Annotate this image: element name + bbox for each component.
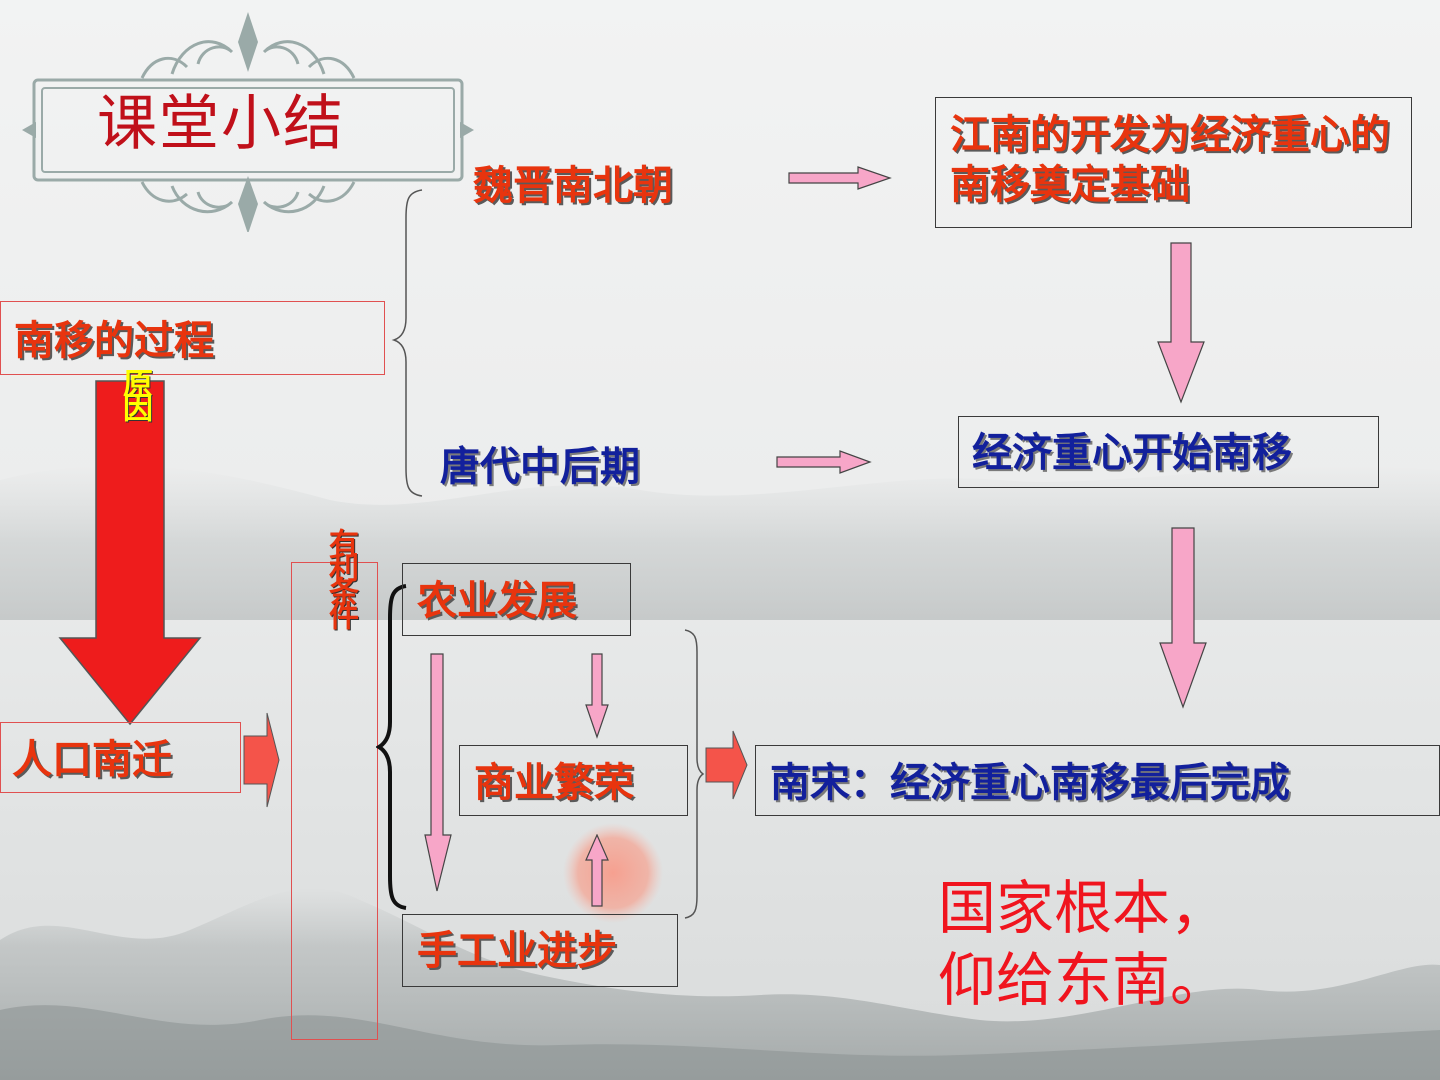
arrow-agri-to-commerce xyxy=(585,653,609,739)
sectors-brace xyxy=(376,584,407,910)
process-box xyxy=(0,301,385,375)
arrow-handicraft-to-commerce xyxy=(585,834,609,907)
process-label: 南移的过程 xyxy=(14,318,214,364)
result-begin-text: 经济重心开始南移 xyxy=(972,430,1292,476)
agriculture-label: 农业发展 xyxy=(417,578,577,624)
quote-line-2: 仰给东南。 xyxy=(938,946,1229,1014)
arrow-right-2 xyxy=(776,450,872,474)
periods-brace xyxy=(391,189,423,497)
migration-box xyxy=(0,722,241,793)
sectors-right-brace xyxy=(684,629,705,919)
cause-tag: 原因 xyxy=(117,368,152,416)
period-wei-jin: 魏晋南北朝 xyxy=(473,163,673,209)
migration-label: 人口南迁 xyxy=(12,737,172,783)
arrow-agri-to-handicraft xyxy=(424,653,452,892)
quote-line-1: 国家根本， xyxy=(938,874,1229,942)
slide-title: 课堂小结 xyxy=(97,89,345,159)
result-box-foundation xyxy=(935,97,1412,228)
final-result-text: 南宋：经济重心南移最后完成 xyxy=(770,760,1290,806)
result-foundation-text: 江南的开发为经济重心的南移奠定基础 xyxy=(950,112,1390,208)
period-mid-late-tang: 唐代中后期 xyxy=(440,444,640,490)
arrow-right-1 xyxy=(788,166,892,190)
conditions-tag: 有利条件 xyxy=(323,528,358,624)
arrow-right-migration xyxy=(243,712,280,808)
commerce-box xyxy=(459,745,688,816)
title-frame xyxy=(22,12,474,232)
handicraft-label: 手工业进步 xyxy=(417,928,617,974)
big-red-down-arrow xyxy=(58,380,202,726)
handicraft-box xyxy=(402,914,678,987)
arrow-down-1 xyxy=(1157,242,1205,404)
arrow-right-final xyxy=(705,730,748,800)
conditions-box xyxy=(291,562,378,1040)
result-box-begin xyxy=(958,416,1379,488)
sun-decoration xyxy=(563,823,663,923)
arrow-down-2 xyxy=(1159,527,1207,709)
commerce-label: 商业繁荣 xyxy=(474,760,634,806)
agriculture-box xyxy=(402,563,631,636)
